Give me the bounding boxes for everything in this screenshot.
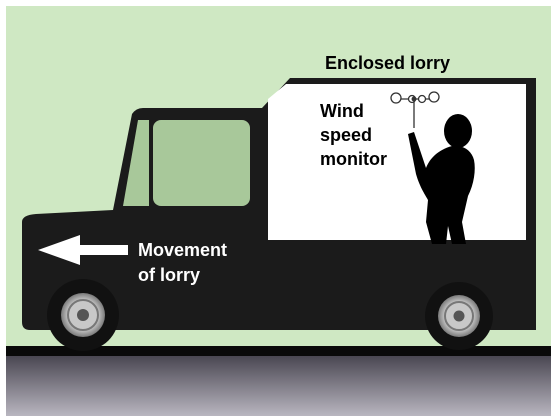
cargo-panel: [268, 84, 526, 240]
title-label: Enclosed lorry: [325, 53, 450, 73]
cab-window: [153, 120, 250, 206]
road-ground: [6, 356, 551, 416]
front-wheel-icon: [47, 279, 119, 351]
monitor-label-line3: monitor: [320, 149, 387, 169]
monitor-label-line1: Wind: [320, 101, 364, 121]
movement-label-line2: of lorry: [138, 265, 200, 285]
movement-label-line1: Movement: [138, 240, 227, 260]
monitor-label-line2: speed: [320, 125, 372, 145]
rear-wheel-icon: [425, 282, 493, 350]
